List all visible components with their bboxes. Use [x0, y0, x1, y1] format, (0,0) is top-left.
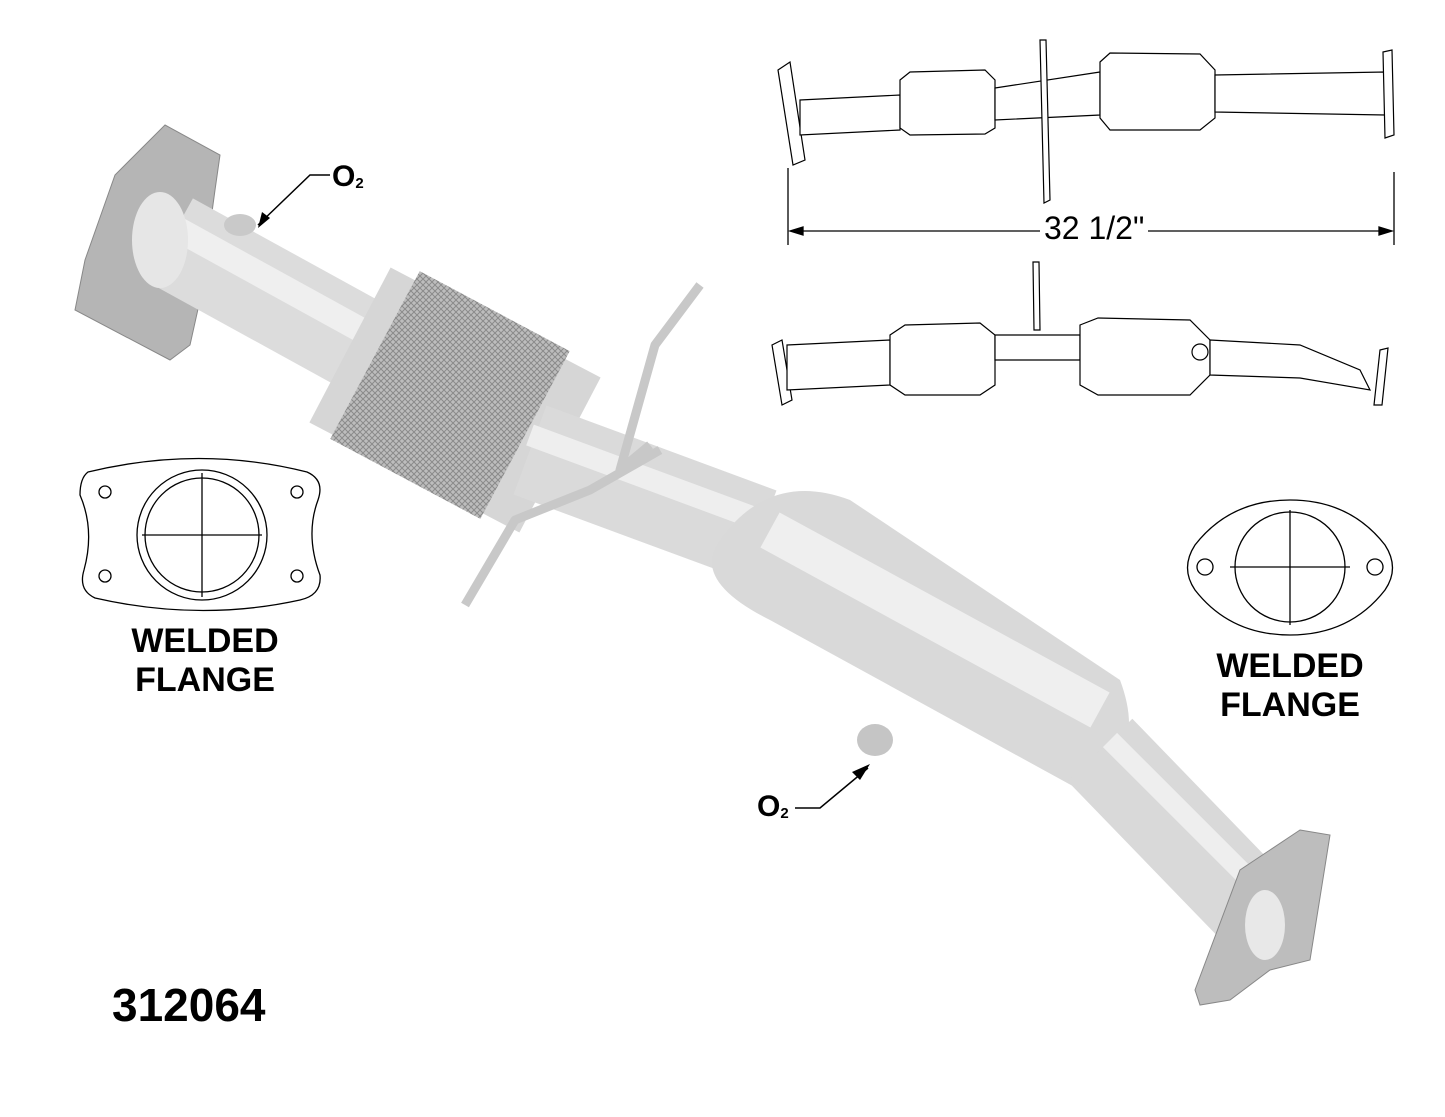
inlet-flange-label: WELDED FLANGE	[100, 622, 310, 700]
overall-length-dimension: 32 1/2"	[1040, 210, 1149, 247]
part-number: 312064	[112, 979, 266, 1031]
catalyst-mesh	[330, 271, 570, 519]
downstream-o2-boss	[857, 724, 893, 756]
downstream-o2-label: O2	[757, 790, 789, 825]
converter-3d-view	[74, 124, 1331, 1006]
flange-label-line2: FLANGE	[1220, 686, 1360, 725]
outlet-flange-drawing	[1186, 499, 1394, 636]
hanger-rod	[461, 282, 704, 608]
o2-label-subscript: 2	[355, 175, 364, 192]
upstream-o2-label: O2	[332, 160, 364, 195]
flange-label-line1: WELDED	[131, 622, 279, 660]
top-view	[777, 39, 1395, 204]
flange-label-line1: WELDED	[1216, 647, 1364, 685]
o2-label-subscript: 2	[780, 805, 789, 822]
o2-label-text: O	[757, 790, 781, 823]
o2-label-text: O	[332, 160, 356, 193]
flange-label-line2: FLANGE	[135, 661, 275, 700]
outlet-flange-label: WELDED FLANGE	[1185, 647, 1395, 725]
front-view	[771, 261, 1389, 406]
inlet-flange-drawing	[79, 457, 321, 612]
upstream-o2-boss	[224, 214, 256, 236]
